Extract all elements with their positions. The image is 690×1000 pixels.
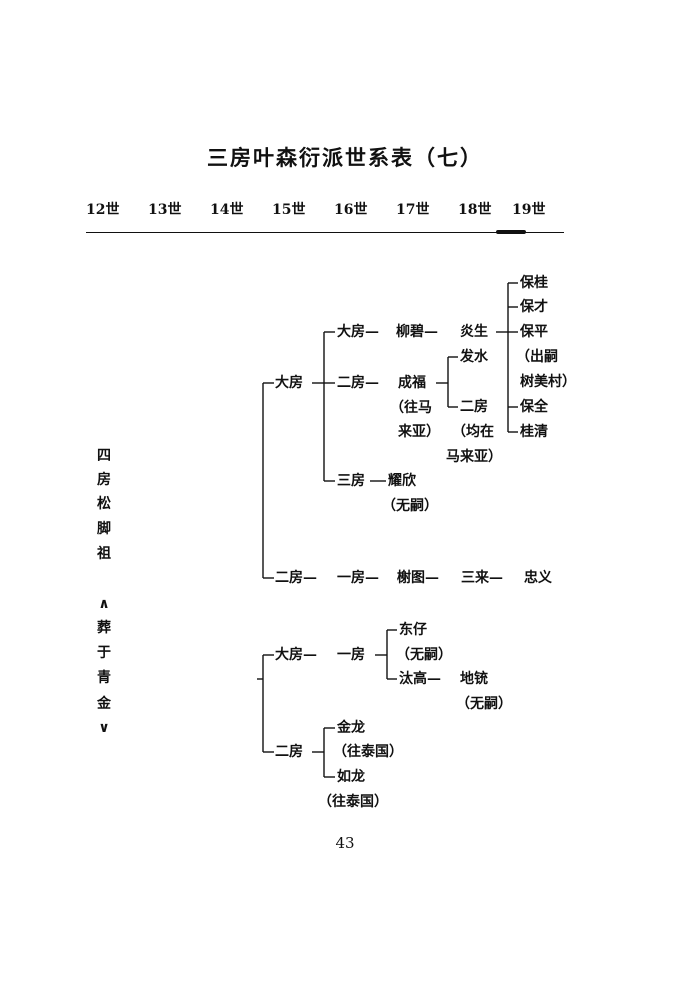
person-bao-quan: 保全: [520, 399, 548, 415]
generation-label: 17世: [396, 202, 430, 218]
branch-da-fang-lower: 大房—: [275, 647, 317, 663]
note-to-thailand: （往泰国）: [333, 744, 403, 760]
side-title-char: 于: [97, 645, 111, 661]
header-rule: [86, 232, 564, 233]
person-bao-cai: 保才: [520, 299, 548, 315]
generation-label: 16世: [334, 202, 368, 218]
note-no-heir-2: （无嗣）: [396, 647, 452, 663]
person-di-chong: 地铳: [460, 671, 488, 687]
branch-er-fang-lower: 二房: [275, 744, 303, 760]
note-all-in-malaya-2: 马来亚）: [446, 449, 502, 465]
page-title: 三房叶森衍派世系表（七）: [207, 146, 483, 170]
branch-er-fang: 二房—: [337, 375, 379, 391]
side-title-char: 脚: [97, 521, 111, 537]
person-ru-long: 如龙: [337, 769, 365, 785]
side-title-char: 祖: [97, 546, 111, 562]
person-gui-qing: 桂清: [520, 424, 548, 440]
side-title-char: 四: [97, 448, 111, 464]
side-title-char: 青: [97, 670, 111, 686]
person-bao-gui: 保桂: [520, 275, 548, 291]
note-no-heir-3: （无嗣）: [456, 696, 512, 712]
note-to-malaya: （往马: [390, 400, 432, 416]
person-zhong-yi: 忠义: [524, 570, 552, 586]
person-xie-tu: 榭图—: [397, 570, 439, 586]
generation-label: 18世: [458, 202, 492, 218]
note-to-malaya-2: 来亚）: [398, 424, 440, 440]
person-jin-long: 金龙: [337, 720, 365, 736]
side-title-char: 松: [97, 496, 111, 512]
branch-er-fang-2: 二房—: [275, 570, 317, 586]
branch-yi-fang: 一房—: [337, 570, 379, 586]
person-yao-xin: 耀欣: [388, 473, 416, 489]
branch-san-fang: 三房: [337, 473, 365, 489]
person-yan-sheng: 炎生: [460, 324, 488, 340]
note-no-heir: （无嗣）: [382, 498, 438, 514]
branch-da-fang-1: 大房—: [337, 324, 379, 340]
person-bao-ping: 保平: [520, 324, 548, 340]
page-number: 43: [335, 834, 355, 852]
generation-label: 12世: [86, 202, 120, 218]
person-fa-shui: 发水: [460, 349, 488, 365]
side-title-char: ∨: [98, 720, 110, 736]
side-title-char: ∧: [98, 596, 110, 612]
branch-da-fang: 大房: [275, 375, 303, 391]
branch-er-fang-sub: 二房: [460, 399, 488, 415]
person-liu-bi: 柳碧—: [396, 324, 438, 340]
branch-yi-fang-lower: 一房: [337, 647, 365, 663]
side-title-char: 葬: [97, 620, 111, 636]
side-title-char: 金: [97, 696, 111, 712]
header-rule-ornament: [496, 230, 526, 234]
person-san-lai: 三来—: [461, 570, 503, 586]
generation-label: 14世: [210, 202, 244, 218]
generation-label: 19世: [512, 202, 546, 218]
note-to-thailand-2: （往泰国）: [318, 794, 388, 810]
person-cheng-fu: 成福: [398, 375, 426, 391]
note-adopted-out: （出嗣: [516, 349, 558, 365]
note-all-in-malaya: （均在: [452, 424, 494, 440]
generation-label: 15世: [272, 202, 306, 218]
note-shumei-village: 树美村）: [520, 374, 576, 390]
person-dong-zai: 东仔: [399, 622, 427, 638]
generation-label: 13世: [148, 202, 182, 218]
side-title-char: 房: [97, 472, 111, 488]
person-tai-gao: 汰高—: [399, 671, 441, 687]
